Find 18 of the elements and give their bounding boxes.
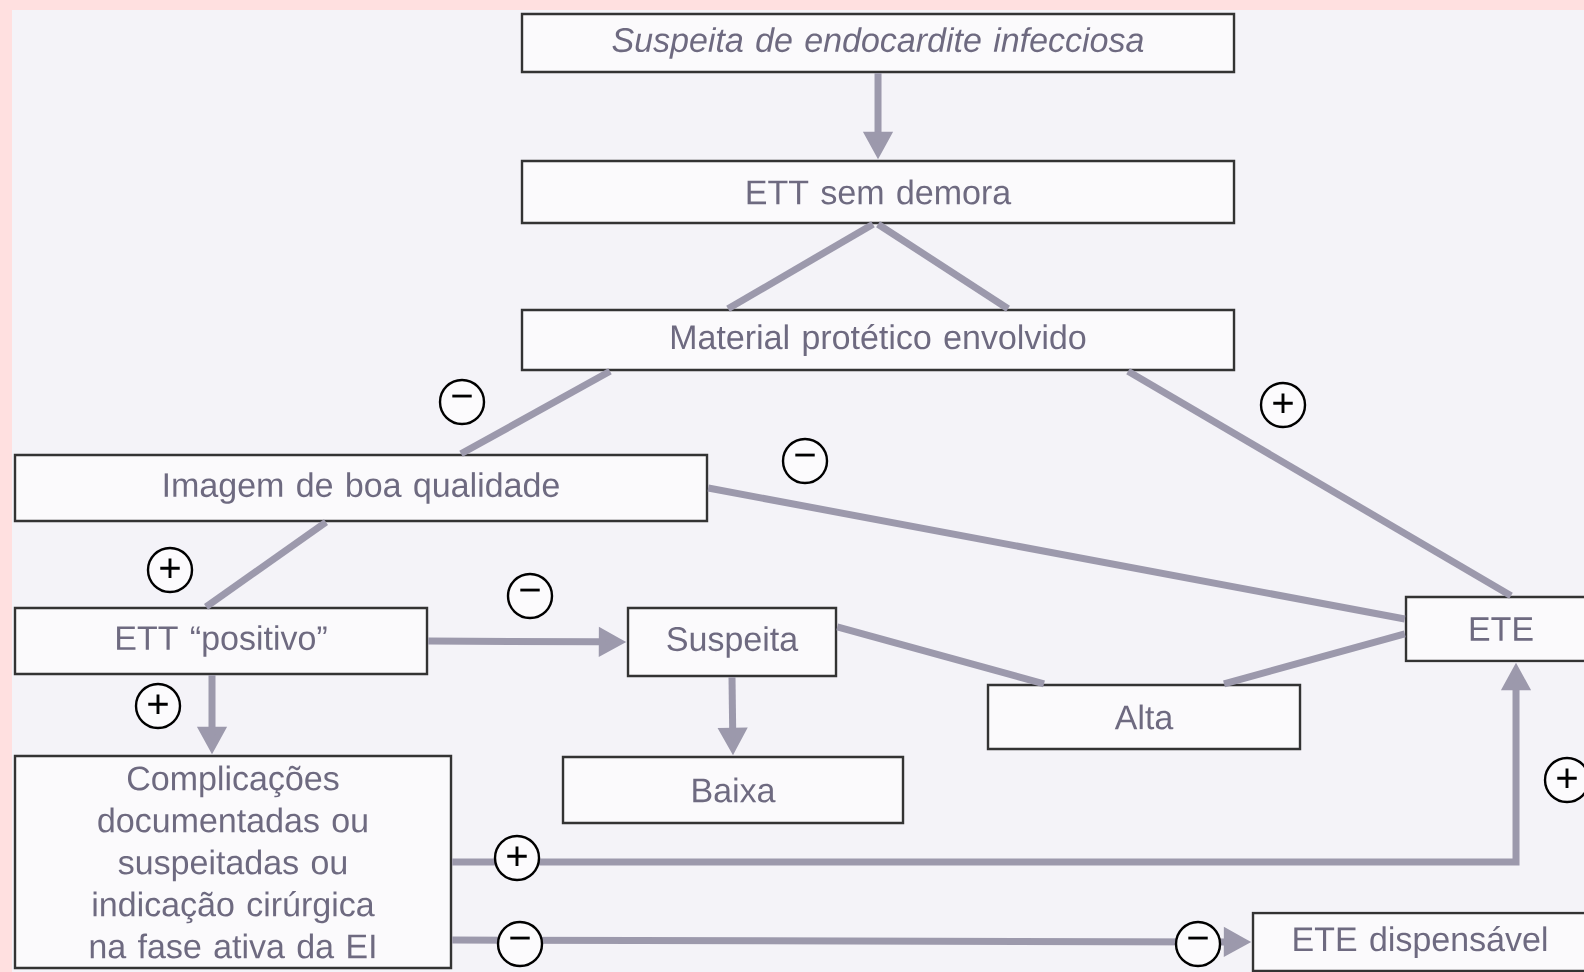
connector-line — [726, 221, 875, 312]
process-box: Suspeita — [626, 606, 838, 678]
connector-line — [707, 484, 1406, 623]
process-box: Alta — [986, 683, 1302, 751]
process-box: ETE — [1404, 595, 1584, 663]
connector-line — [836, 623, 1045, 688]
process-box: Complicações documentadas ou suspeitadas ou indicação cirúrgica na fase ativa da EI — [13, 754, 453, 970]
connector-line — [1126, 368, 1513, 599]
process-box: ETT “positivo” — [13, 606, 429, 676]
process-box: ETE dispensável — [1251, 911, 1584, 972]
process-box: ETT sem demora — [520, 159, 1236, 225]
process-box: Suspeita de endocardite infecciosa — [520, 12, 1236, 74]
process-box: Baixa — [561, 755, 905, 825]
connector-line — [204, 519, 329, 610]
process-box: Material protético envolvido — [520, 308, 1236, 372]
connector-line — [876, 221, 1010, 312]
process-box: Imagem de boa qualidade — [13, 453, 709, 523]
connector-line — [1223, 630, 1406, 688]
